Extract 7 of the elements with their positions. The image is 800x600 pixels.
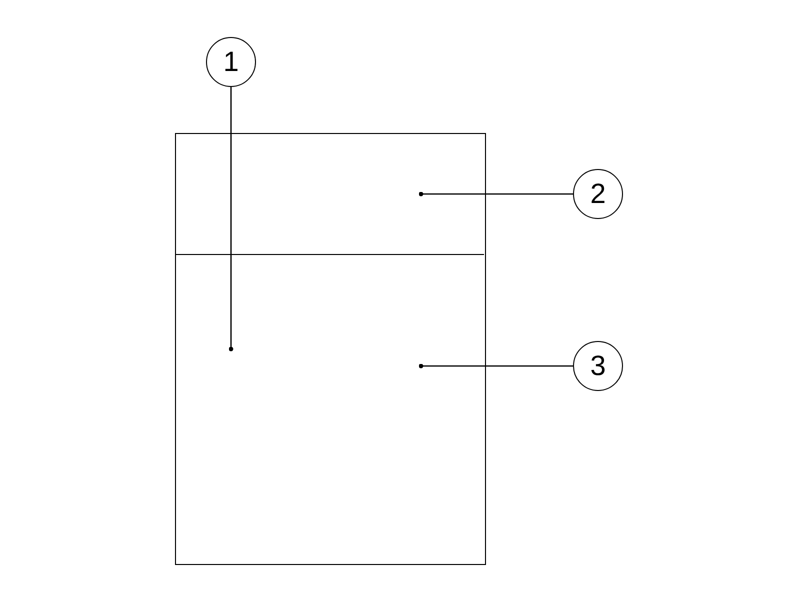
outer-frame <box>175 133 486 565</box>
leader-line <box>418 364 573 368</box>
leader-line <box>228 87 234 352</box>
callout-number: 1 <box>223 48 239 76</box>
callout-number: 2 <box>590 180 606 208</box>
leader-line <box>418 192 573 196</box>
callout-number: 3 <box>590 352 606 380</box>
